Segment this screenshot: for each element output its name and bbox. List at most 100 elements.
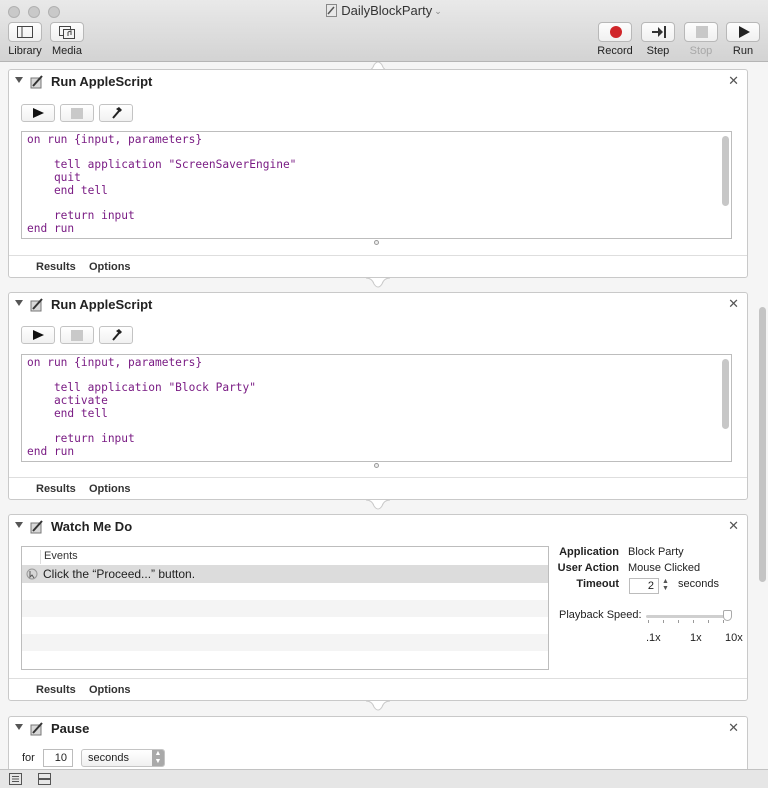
results-tab[interactable]: Results bbox=[36, 483, 76, 495]
minimize-window-button[interactable] bbox=[28, 6, 40, 18]
event-row-empty bbox=[22, 600, 548, 617]
events-table[interactable]: Events Click the “Proceed...” button. bbox=[21, 546, 549, 670]
disclosure-triangle-icon[interactable] bbox=[15, 300, 23, 306]
close-action-icon[interactable]: ✕ bbox=[728, 296, 739, 311]
window-title: DailyBlockParty bbox=[341, 3, 433, 18]
run-button[interactable]: Run bbox=[724, 22, 762, 57]
script-code: on run {input, parameters} tell applicat… bbox=[27, 133, 297, 235]
action-connector bbox=[365, 499, 391, 510]
disclosure-triangle-icon[interactable] bbox=[15, 724, 23, 730]
canvas-scrollbar[interactable] bbox=[759, 307, 766, 582]
mouse-click-icon bbox=[26, 568, 38, 580]
step-label: Step bbox=[646, 45, 670, 57]
action-header[interactable]: Watch Me Do ✕ bbox=[9, 515, 747, 539]
action-footer: Results Options bbox=[9, 477, 747, 501]
stop-script-button[interactable] bbox=[60, 104, 94, 122]
timeout-stepper[interactable]: ▲▼ bbox=[662, 578, 669, 592]
media-button[interactable]: Media bbox=[48, 22, 86, 57]
step-icon bbox=[652, 26, 666, 38]
script-code: on run {input, parameters} tell applicat… bbox=[27, 356, 257, 458]
run-script-button[interactable] bbox=[21, 104, 55, 122]
pause-unit-value: seconds bbox=[88, 752, 129, 764]
stop-icon bbox=[71, 330, 83, 341]
window-title-area[interactable]: DailyBlockParty⌄ bbox=[0, 3, 768, 18]
sidebar-icon bbox=[17, 26, 33, 38]
applescript-icon bbox=[30, 75, 43, 89]
stop-button[interactable]: Stop bbox=[682, 22, 720, 57]
event-row[interactable]: Click the “Proceed...” button. bbox=[22, 566, 548, 583]
workflow-canvas: Run AppleScript ✕ on run {input, paramet… bbox=[0, 62, 768, 769]
record-button[interactable]: Record bbox=[596, 22, 634, 57]
slider-tick bbox=[723, 620, 724, 623]
application-label: Application bbox=[559, 546, 619, 558]
media-icon bbox=[59, 26, 75, 39]
run-label: Run bbox=[732, 45, 754, 57]
disclosure-triangle-icon[interactable] bbox=[15, 522, 23, 528]
timeout-unit: seconds bbox=[678, 578, 719, 590]
options-tab[interactable]: Options bbox=[89, 684, 131, 696]
compile-script-button[interactable] bbox=[99, 326, 133, 344]
action-pause: Pause ✕ for 10 seconds ▲▼ bbox=[8, 716, 748, 769]
results-tab[interactable]: Results bbox=[36, 261, 76, 273]
action-footer: Results Options bbox=[9, 678, 747, 702]
user-action-value: Mouse Clicked bbox=[628, 562, 701, 574]
pause-unit-select[interactable]: seconds ▲▼ bbox=[81, 749, 165, 767]
slider-tick bbox=[693, 620, 694, 623]
library-button[interactable]: Library bbox=[6, 22, 44, 57]
playback-speed-slider[interactable] bbox=[646, 615, 729, 618]
play-icon bbox=[739, 26, 750, 38]
close-action-icon[interactable]: ✕ bbox=[728, 720, 739, 735]
event-text: Click the “Proceed...” button. bbox=[43, 567, 196, 581]
pause-duration-input[interactable]: 10 bbox=[43, 749, 73, 767]
close-action-icon[interactable]: ✕ bbox=[728, 518, 739, 533]
variables-icon[interactable] bbox=[38, 773, 51, 785]
workflow-document-icon bbox=[326, 4, 338, 17]
stop-icon bbox=[696, 26, 708, 38]
pause-action-icon bbox=[30, 722, 43, 736]
play-icon bbox=[33, 108, 44, 118]
applescript-icon bbox=[30, 298, 43, 312]
window-toolbar: DailyBlockParty⌄ Library Media Record bbox=[0, 0, 768, 62]
step-button[interactable]: Step bbox=[639, 22, 677, 57]
action-header[interactable]: Pause ✕ bbox=[9, 717, 747, 741]
media-label: Media bbox=[52, 45, 82, 57]
stop-script-button[interactable] bbox=[60, 326, 94, 344]
hammer-icon bbox=[112, 329, 122, 341]
results-tab[interactable]: Results bbox=[36, 684, 76, 696]
script-editor[interactable]: on run {input, parameters} tell applicat… bbox=[21, 354, 732, 462]
close-action-icon[interactable]: ✕ bbox=[728, 73, 739, 88]
events-header: Events bbox=[22, 547, 548, 566]
action-header[interactable]: Run AppleScript ✕ bbox=[9, 70, 747, 94]
disclosure-triangle-icon[interactable] bbox=[15, 77, 23, 83]
action-footer: Results Options bbox=[9, 255, 747, 279]
log-list-icon[interactable] bbox=[9, 773, 22, 785]
zoom-window-button[interactable] bbox=[48, 6, 60, 18]
action-title: Watch Me Do bbox=[51, 519, 133, 534]
playback-speed-knob[interactable] bbox=[723, 610, 732, 621]
editor-resize-handle[interactable] bbox=[374, 463, 379, 468]
action-watch-me-do: Watch Me Do ✕ Events Click the “Proceed.… bbox=[8, 514, 748, 701]
run-script-button[interactable] bbox=[21, 326, 55, 344]
speed-tick-max: 10x bbox=[725, 632, 743, 644]
action-header[interactable]: Run AppleScript ✕ bbox=[9, 293, 747, 317]
slider-tick bbox=[708, 620, 709, 623]
pause-for-label: for bbox=[22, 752, 35, 764]
timeout-input[interactable]: 2 bbox=[629, 578, 659, 594]
title-chevron-icon[interactable]: ⌄ bbox=[434, 6, 442, 16]
editor-resize-handle[interactable] bbox=[374, 240, 379, 245]
slider-tick bbox=[648, 620, 649, 623]
select-arrows-icon: ▲▼ bbox=[152, 750, 164, 766]
close-window-button[interactable] bbox=[8, 6, 20, 18]
options-tab[interactable]: Options bbox=[89, 483, 131, 495]
library-label: Library bbox=[8, 45, 42, 57]
script-editor[interactable]: on run {input, parameters} tell applicat… bbox=[21, 131, 732, 239]
event-row-empty bbox=[22, 617, 548, 634]
stop-icon bbox=[71, 108, 83, 119]
timeout-label: Timeout bbox=[576, 578, 619, 590]
editor-scrollbar[interactable] bbox=[722, 359, 729, 429]
speed-tick-mid: 1x bbox=[690, 632, 702, 644]
options-tab[interactable]: Options bbox=[89, 261, 131, 273]
action-title: Run AppleScript bbox=[51, 74, 153, 89]
compile-script-button[interactable] bbox=[99, 104, 133, 122]
editor-scrollbar[interactable] bbox=[722, 136, 729, 206]
